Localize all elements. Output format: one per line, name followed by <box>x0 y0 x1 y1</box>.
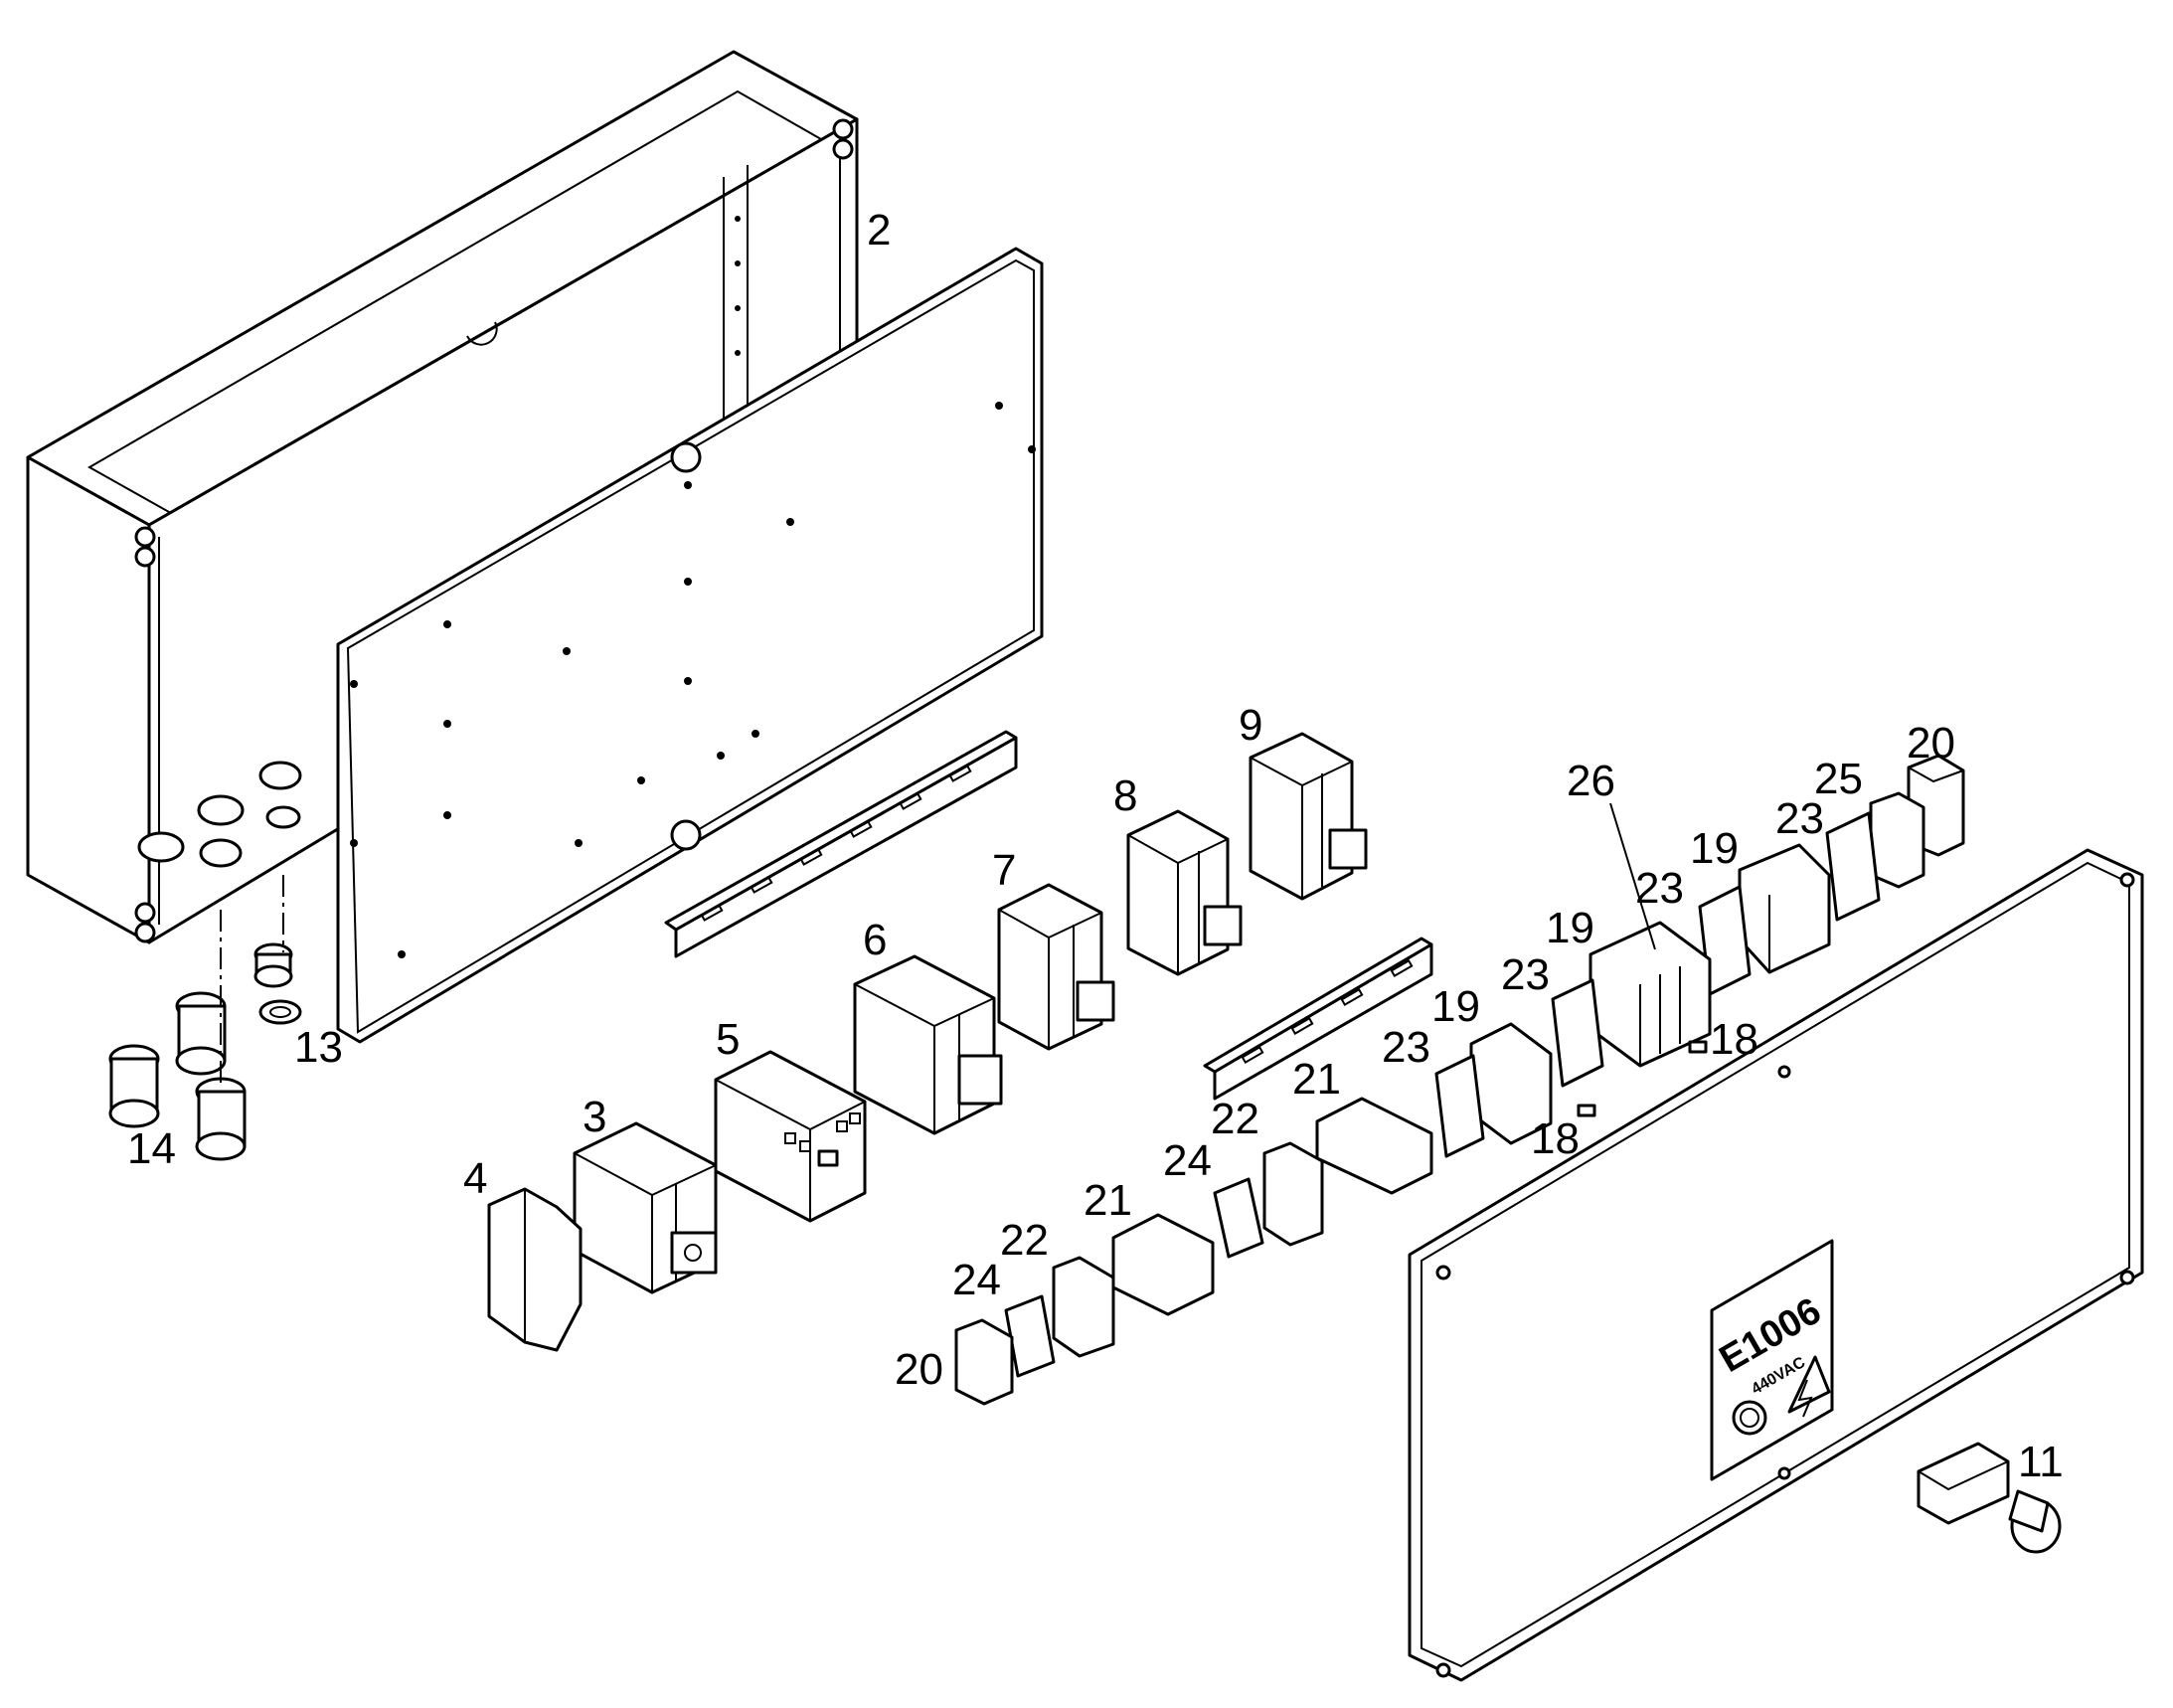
callout-24-upper: 24 <box>1163 1136 1212 1185</box>
ground-symbol-icon <box>1732 1400 1767 1436</box>
end-clamp-4 <box>487 1187 583 1352</box>
callout-23-lower: 23 <box>1382 1023 1430 1072</box>
callout-23-upper: 23 <box>1635 864 1684 913</box>
callout-22-lower: 22 <box>1000 1216 1049 1265</box>
separator-23-d <box>1434 1054 1485 1158</box>
circuit-breaker-9 <box>1249 732 1368 901</box>
callout-8: 8 <box>1113 771 1137 820</box>
callout-24-lower: 24 <box>952 1256 1001 1304</box>
separator-23-a <box>1825 811 1881 922</box>
callout-20-lower: 20 <box>895 1345 943 1394</box>
din-rail-lower <box>1203 937 1433 1101</box>
circuit-breaker-7 <box>997 883 1115 1051</box>
front-cover: E1006 440VAC <box>1408 848 2144 1682</box>
callout-2: 2 <box>867 206 891 255</box>
callout-20-upper: 20 <box>1907 719 1955 768</box>
circuit-breaker-8 <box>1126 809 1243 976</box>
cable-gland-14-mid <box>175 991 227 1076</box>
separator-24-b <box>1213 1177 1264 1259</box>
circuit-breaker-6 <box>853 954 1003 1135</box>
din-rail-upper <box>664 730 1018 958</box>
callout-23-middle: 23 <box>1501 950 1550 999</box>
callout-9: 9 <box>1239 701 1262 750</box>
callout-25: 25 <box>1814 755 1863 803</box>
callout-11: 11 <box>2018 1438 2064 1486</box>
leader-line-26 <box>1609 802 1656 950</box>
cable-gland-13-top <box>253 942 293 988</box>
circuit-breaker-3 <box>573 1121 718 1294</box>
callout-19-lower: 19 <box>1431 982 1480 1031</box>
indicator-lamp-11 <box>1917 1442 2062 1554</box>
end-clamp-25 <box>1869 791 1925 889</box>
callout-6: 6 <box>863 916 887 964</box>
mounting-plate <box>336 247 1044 1044</box>
callout-18-lower: 18 <box>1531 1114 1580 1163</box>
callout-26: 26 <box>1567 757 1615 805</box>
callout-3: 3 <box>583 1093 606 1141</box>
cable-gland-13-bottom <box>258 999 302 1025</box>
cable-gland-14-front <box>195 1077 247 1161</box>
callout-18-upper: 18 <box>1710 1015 1758 1064</box>
enclosure-box <box>26 50 859 944</box>
end-cover-20-bottom <box>954 1318 1014 1406</box>
pin-18-a <box>1688 1040 1708 1054</box>
callout-22-upper: 22 <box>1211 1095 1259 1143</box>
callout-19-middle: 19 <box>1546 904 1594 952</box>
callout-14: 14 <box>127 1124 176 1173</box>
terminal-21-a <box>1111 1213 1215 1316</box>
callout-19-upper: 19 <box>1690 824 1739 873</box>
cable-gland-14-left <box>108 1044 160 1128</box>
terminal-21-b <box>1315 1097 1433 1195</box>
pin-18-b <box>1577 1104 1596 1117</box>
callout-13: 13 <box>294 1023 343 1072</box>
contactor-5 <box>714 1050 867 1223</box>
callout-21-lower: 21 <box>1084 1176 1132 1225</box>
separator-24-a <box>1004 1294 1056 1378</box>
terminal-block-19-a <box>1738 843 1831 974</box>
terminal-22-a <box>1052 1256 1115 1358</box>
separator-23-c <box>1551 978 1604 1088</box>
callout-7: 7 <box>992 846 1016 895</box>
callout-4: 4 <box>463 1154 487 1203</box>
callout-23-right: 23 <box>1775 794 1824 843</box>
callout-21-upper: 21 <box>1292 1055 1341 1104</box>
terminal-22-b <box>1262 1141 1324 1247</box>
callout-5: 5 <box>716 1015 740 1064</box>
